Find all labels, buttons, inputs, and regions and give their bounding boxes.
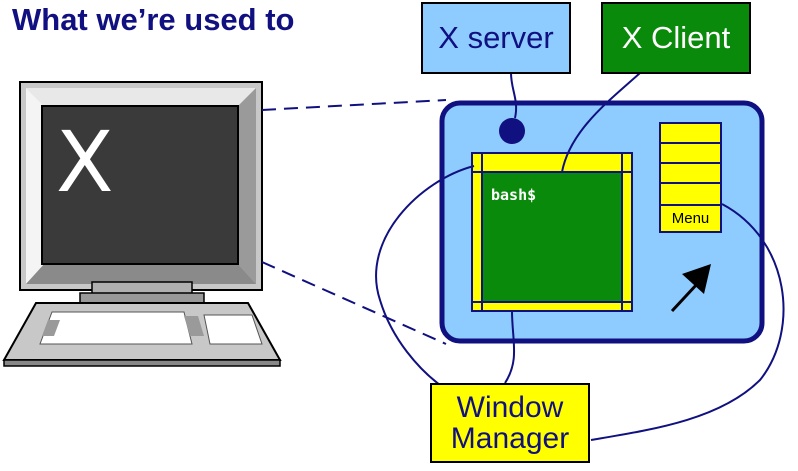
window-manager-label: Window Manager xyxy=(430,383,590,463)
connector-lines xyxy=(375,72,785,441)
mouse-pointer-arrow-icon xyxy=(670,264,711,313)
x-server-dot-icon xyxy=(499,118,525,144)
terminal-window[interactable] xyxy=(471,152,633,312)
x-client-label: X Client xyxy=(601,2,751,74)
x-client-text: X Client xyxy=(621,20,731,55)
zoom-lines xyxy=(261,99,447,345)
terminal-prompt: bash$ xyxy=(491,186,537,204)
keyboard xyxy=(2,302,282,367)
monitor-screen xyxy=(41,105,239,265)
computer-monitor xyxy=(19,81,263,304)
window-manager-line-2: Manager xyxy=(450,422,570,455)
x-server-label: X server xyxy=(421,2,571,74)
window-manager-line-1: Window xyxy=(456,391,564,424)
x-server-text: X server xyxy=(438,20,554,55)
x-logo-icon: X xyxy=(56,113,114,211)
page-title: What we’re used to xyxy=(12,2,295,37)
menu-widget[interactable] xyxy=(659,122,722,233)
menu-label[interactable]: Menu xyxy=(671,210,710,227)
